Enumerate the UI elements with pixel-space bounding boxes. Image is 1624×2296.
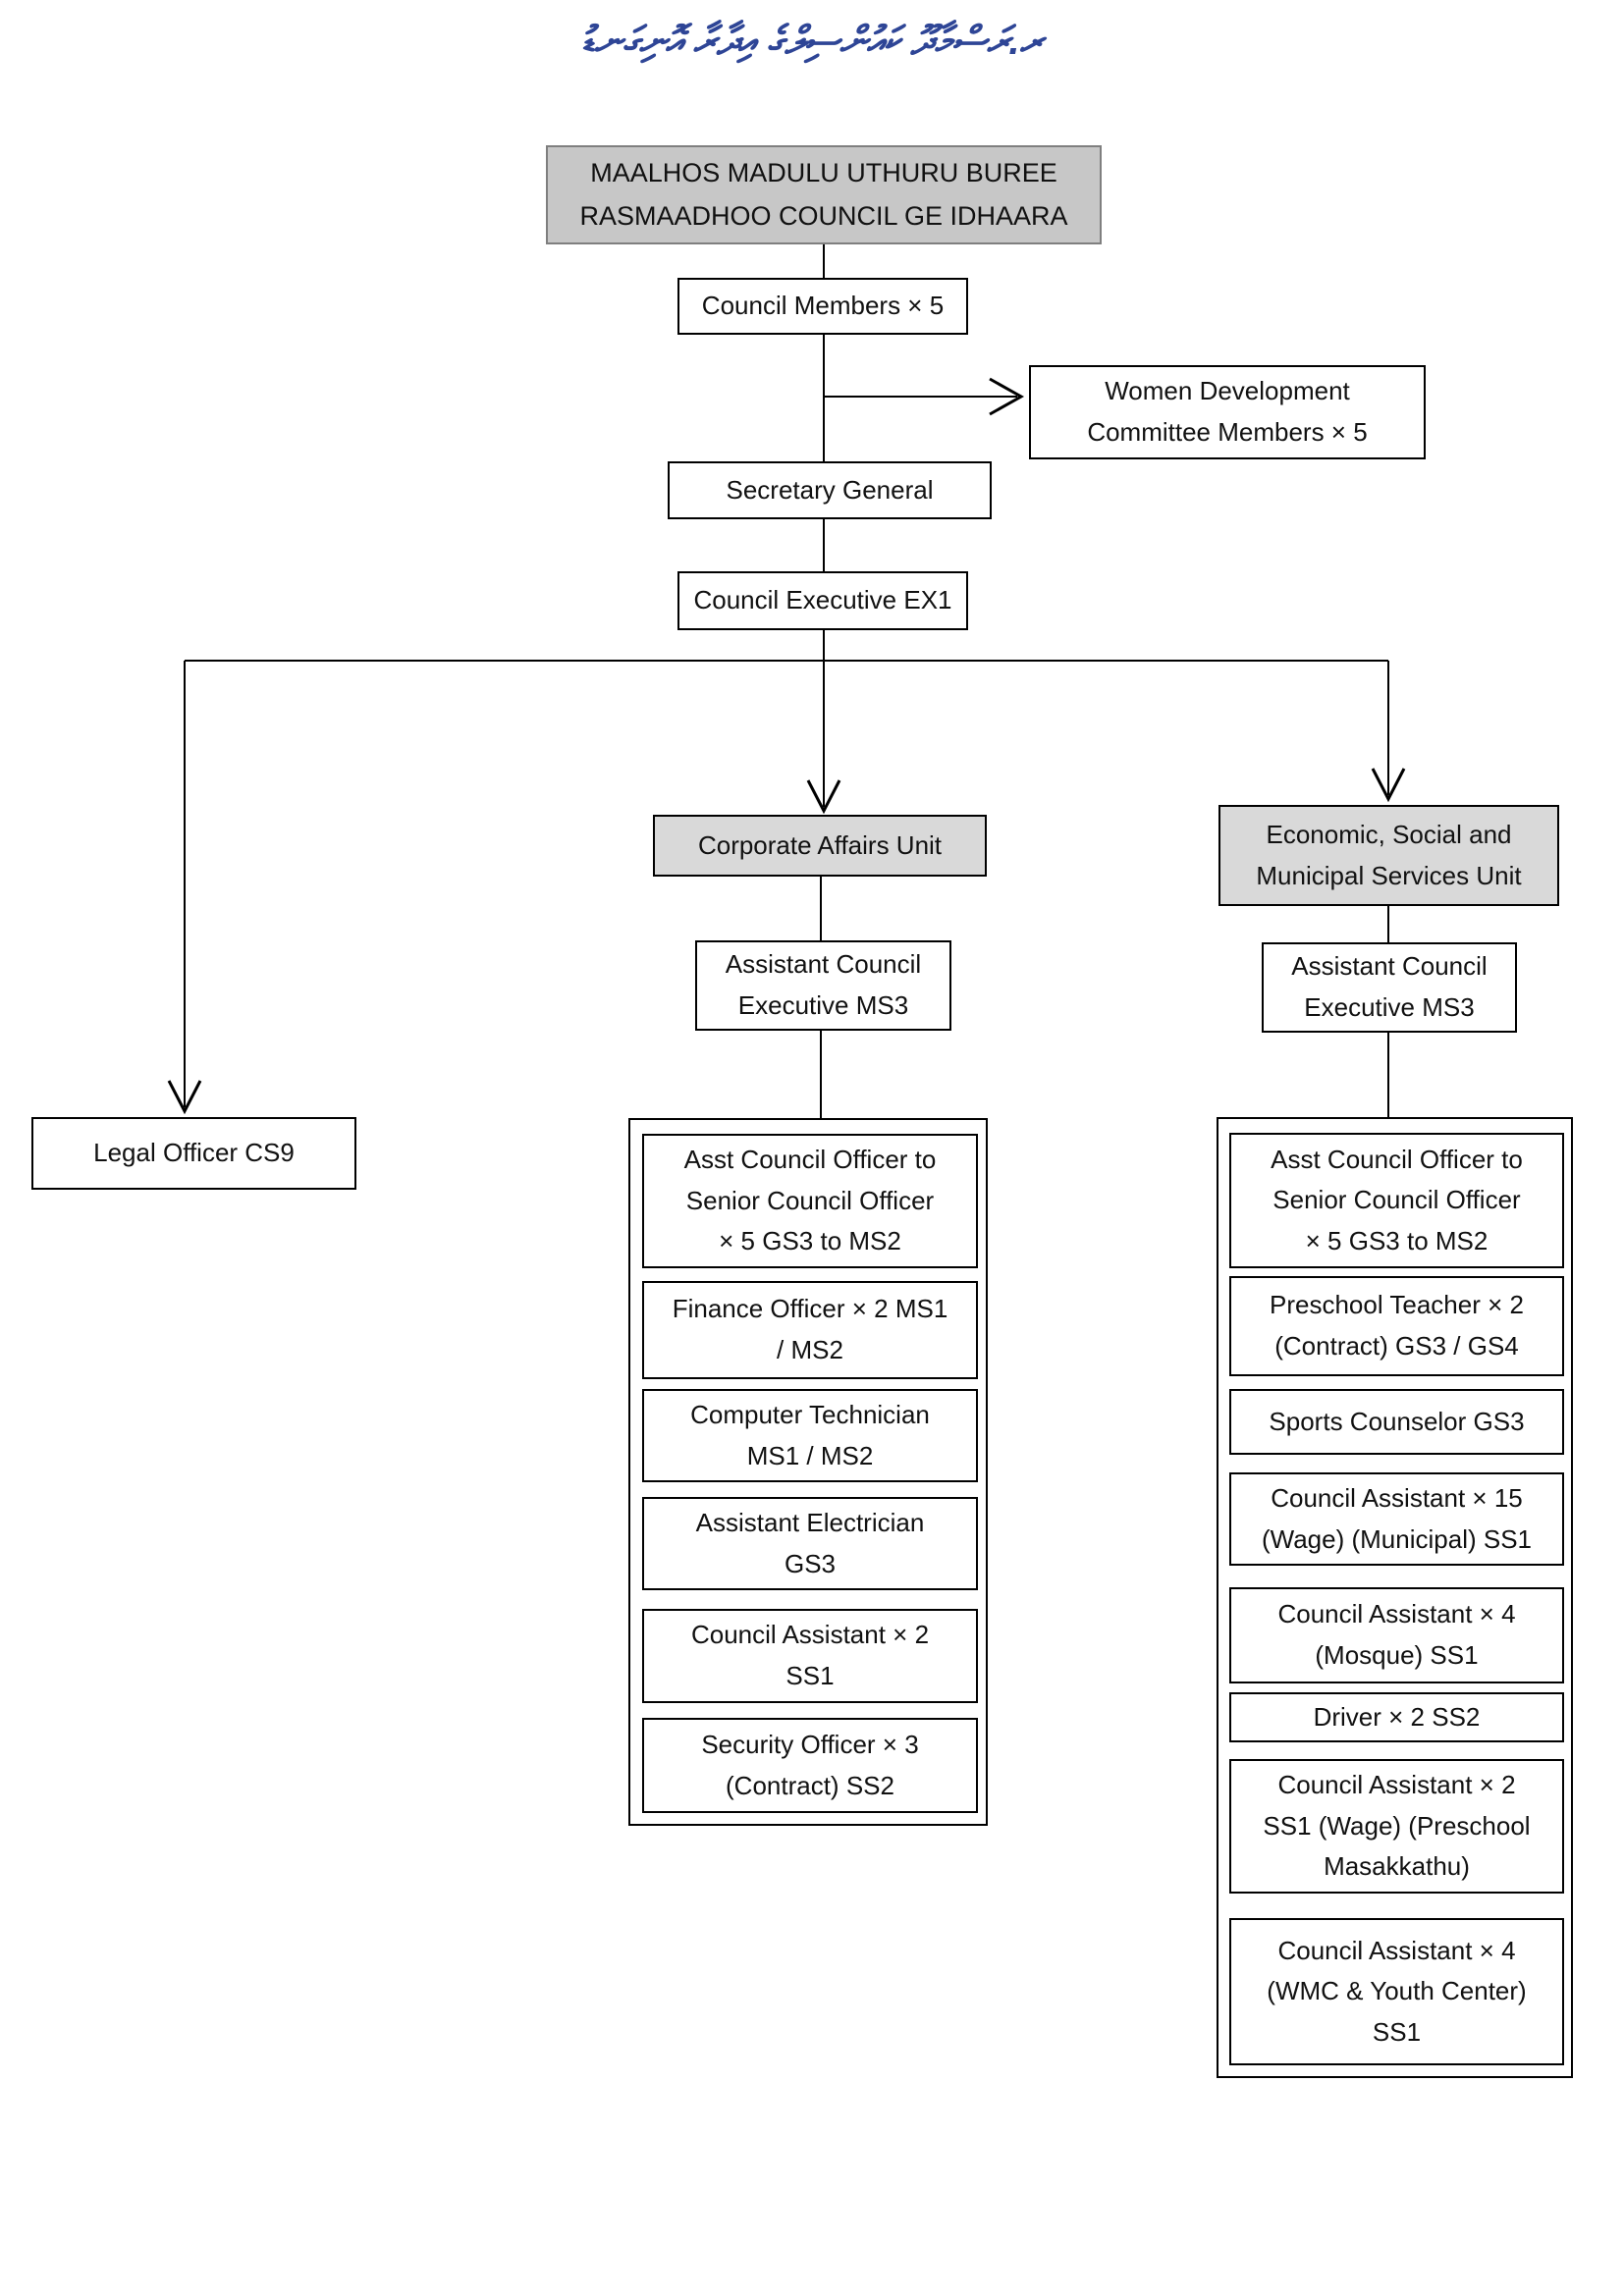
staff-box: Council Assistant × 2 SS1 (Wage) (Presch… [1229,1759,1564,1894]
staff-box: Preschool Teacher × 2 (Contract) GS3 / G… [1229,1276,1564,1376]
staff-box: Council Assistant × 4 (WMC & Youth Cente… [1229,1918,1564,2065]
staff-box: Assistant Electrician GS3 [642,1497,978,1590]
council-executive-box: Council Executive EX1 [677,571,968,630]
arrowhead-women [989,377,1025,416]
legal-officer-box: Legal Officer CS9 [31,1117,356,1190]
municipal-services-unit-box: Economic, Social and Municipal Services … [1218,805,1559,906]
staff-box: Sports Counselor GS3 [1229,1389,1564,1455]
council-members-box: Council Members × 5 [677,278,968,335]
thaana-title: ރ.ރަސްމާދޫ ކައުންސިލްގެ އިދާރާ އޮނިގަނޑު [580,20,1044,63]
staff-box: Asst Council Officer to Senior Council O… [642,1134,978,1268]
corporate-affairs-unit-box: Corporate Affairs Unit [653,815,987,877]
root-office-box: MAALHOS MADULU UTHURU BUREE RASMAADHOO C… [546,145,1102,244]
municipal-staff-container: Asst Council Officer to Senior Council O… [1217,1117,1573,2078]
women-development-committee-box: Women Development Committee Members × 5 [1029,365,1426,459]
staff-box: Council Assistant × 15 (Wage) (Municipal… [1229,1472,1564,1566]
staff-box: Council Assistant × 2 SS1 [642,1609,978,1703]
arrowhead-mid [806,779,841,815]
staff-box: Computer Technician MS1 / MS2 [642,1389,978,1482]
municipal-assistant-executive-box: Assistant Council Executive MS3 [1262,942,1517,1033]
staff-box: Asst Council Officer to Senior Council O… [1229,1133,1564,1268]
arrowhead-left [167,1080,202,1115]
staff-box: Driver × 2 SS2 [1229,1692,1564,1742]
staff-box: Council Assistant × 4 (Mosque) SS1 [1229,1587,1564,1683]
staff-box: Finance Officer × 2 MS1 / MS2 [642,1281,978,1379]
corporate-assistant-executive-box: Assistant Council Executive MS3 [695,940,951,1031]
staff-box: Security Officer × 3 (Contract) SS2 [642,1718,978,1813]
arrowhead-right [1371,768,1406,803]
corporate-staff-container: Asst Council Officer to Senior Council O… [628,1118,988,1826]
secretary-general-box: Secretary General [668,461,992,519]
